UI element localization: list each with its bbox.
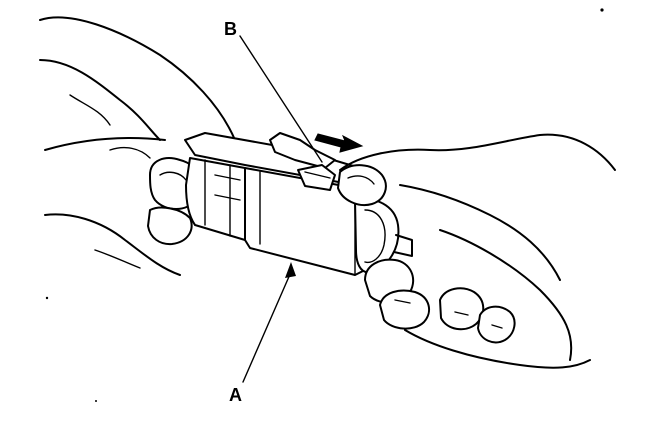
callout-label-b: B [224, 19, 237, 39]
leader-line-b [239, 35, 323, 163]
slide-direction-arrow-icon [314, 133, 364, 153]
scan-specks [45, 8, 604, 402]
leader-line-a [242, 262, 296, 383]
callout-label-a: A [229, 385, 242, 405]
right-hand [337, 133, 616, 369]
left-hand [39, 16, 236, 276]
